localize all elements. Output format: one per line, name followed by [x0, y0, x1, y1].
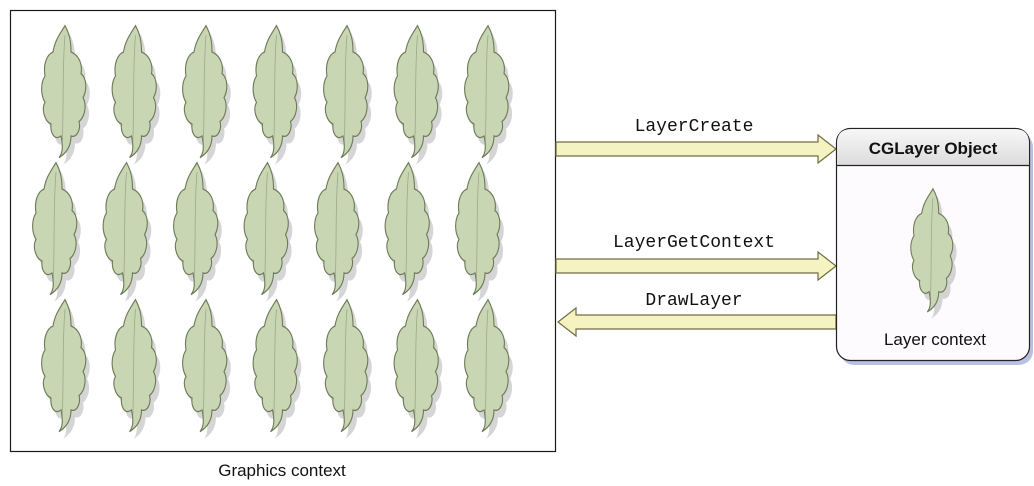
- leaf-icon: [252, 24, 302, 165]
- leaf-icon: [463, 24, 513, 165]
- layer-leaf: [910, 188, 957, 319]
- arrow-layer-get-context: LayerGetContext: [555, 233, 837, 282]
- arrow-draw-layer-label: DrawLayer: [645, 291, 742, 311]
- leaf-icon: [243, 161, 293, 302]
- arrow-layer-create-label: LayerCreate: [635, 117, 754, 137]
- arrow-layer-get-context-shape: [555, 250, 837, 282]
- panel-title: CGLayer Object: [869, 139, 998, 158]
- leaf-icon: [393, 298, 443, 439]
- arrow-layer-create-shape: [555, 133, 837, 165]
- arrow-draw-layer: DrawLayer: [557, 291, 837, 338]
- leaf-icon: [102, 161, 152, 302]
- leaf-icon: [322, 298, 372, 439]
- leaf-pattern-grid: [31, 24, 513, 439]
- leaf-icon: [463, 298, 513, 439]
- leaf-icon: [393, 24, 443, 165]
- leaf-icon: [322, 24, 372, 165]
- leaf-icon: [252, 298, 302, 439]
- arrow-draw-layer-shape: [557, 306, 837, 338]
- leaf-icon: [172, 161, 222, 302]
- panel-header: [837, 129, 1029, 165]
- graphics-context-caption: Graphics context: [218, 461, 346, 480]
- leaf-icon: [31, 161, 81, 302]
- arrow-layer-create: LayerCreate: [555, 117, 837, 165]
- leaf-icon: [181, 298, 231, 439]
- leaf-icon: [40, 298, 90, 439]
- leaf-icon: [384, 161, 434, 302]
- cglayer-object-panel: CGLayer Object Layer context: [835, 127, 1033, 365]
- leaf-icon: [40, 24, 90, 165]
- arrow-layer-get-context-label: LayerGetContext: [613, 233, 775, 253]
- leaf-icon: [111, 298, 161, 439]
- leaf-icon: [181, 24, 231, 165]
- leaf-icon: [454, 161, 504, 302]
- leaf-icon: [313, 161, 363, 302]
- leaf-icon: [111, 24, 161, 165]
- panel-caption: Layer context: [884, 330, 986, 349]
